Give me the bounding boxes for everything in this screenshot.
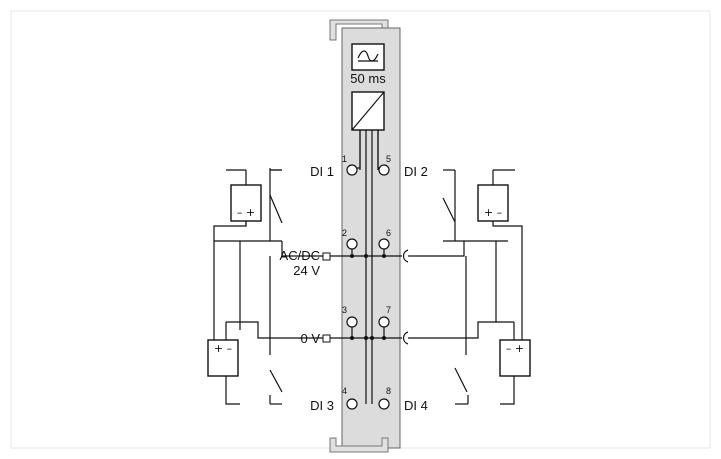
supply-label-line2: 24 V bbox=[293, 263, 320, 278]
polarity-top-left: – + bbox=[237, 206, 255, 219]
polarity-bottom-left: + – bbox=[214, 342, 232, 355]
polarity-bottom-right: – + bbox=[506, 342, 524, 355]
optocoupler-icon bbox=[351, 91, 385, 131]
ac-dc-filter-icon bbox=[351, 43, 385, 71]
terminal-number: 2 bbox=[342, 228, 347, 238]
filter-time-label: 50 ms bbox=[350, 71, 386, 86]
terminal-number: 1 bbox=[342, 154, 347, 164]
di1-label: DI 1 bbox=[310, 164, 334, 179]
terminal-number: 4 bbox=[342, 386, 347, 396]
rail-clip-top bbox=[329, 19, 389, 41]
terminals-right bbox=[378, 164, 390, 410]
terminal-number: 7 bbox=[386, 305, 391, 315]
di4-label: DI 4 bbox=[404, 398, 428, 413]
polarity-top-right: + – bbox=[484, 206, 502, 219]
terminals-left bbox=[346, 164, 358, 410]
terminal-contact-icon bbox=[346, 316, 358, 328]
terminal-contact-icon bbox=[378, 316, 390, 328]
terminal-number: 6 bbox=[386, 228, 391, 238]
terminal-number: 8 bbox=[386, 386, 391, 396]
terminal-contact-icon bbox=[346, 238, 358, 250]
terminal-number: 5 bbox=[386, 154, 391, 164]
terminal-contact-icon bbox=[346, 398, 358, 410]
rail-clip-bottom bbox=[329, 437, 389, 453]
di3-label: DI 3 bbox=[310, 398, 334, 413]
terminal-contact-icon bbox=[378, 398, 390, 410]
source-bottom-right bbox=[499, 339, 531, 377]
di2-label: DI 2 bbox=[404, 164, 428, 179]
right-wiring bbox=[408, 169, 531, 405]
supply-rail bbox=[322, 249, 409, 263]
module-body bbox=[341, 27, 401, 449]
source-bottom-left bbox=[207, 339, 239, 377]
terminal-contact-icon bbox=[378, 238, 390, 250]
terminal-number: 3 bbox=[342, 305, 347, 315]
left-wiring bbox=[207, 168, 323, 405]
terminal-contact-icon bbox=[346, 164, 358, 176]
terminal-contact-icon bbox=[378, 164, 390, 176]
